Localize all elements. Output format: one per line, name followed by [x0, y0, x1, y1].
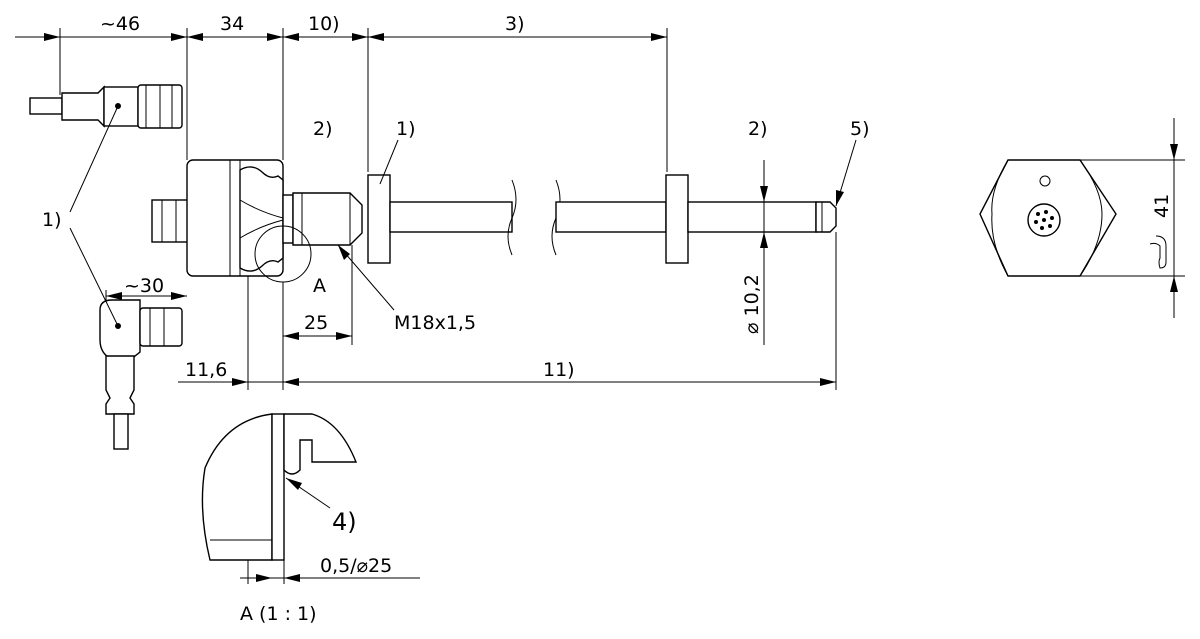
- leader-flange: [379, 139, 399, 185]
- dim-elbow-length: ~30: [124, 275, 164, 297]
- top-dimensions: [15, 28, 668, 172]
- dim-wrench-size: 41: [1151, 194, 1173, 218]
- dim-thread-length: 10): [308, 13, 340, 35]
- detail-a-label: A: [313, 275, 326, 297]
- thread-spec: M18x1,5: [394, 312, 476, 334]
- dim-connector-length: ~46: [100, 13, 140, 35]
- wrench-icon: [1149, 235, 1167, 269]
- detail-title: A (1 : 1): [240, 603, 317, 625]
- dim-detail: 0,5/⌀25: [320, 555, 392, 577]
- straight-connector: [29, 84, 183, 129]
- dim-thread-25: 25: [304, 312, 328, 334]
- callout-2-top: 2): [313, 118, 333, 140]
- elbow-dimension: [105, 290, 187, 302]
- callout-connectors: 1): [42, 209, 62, 231]
- dim-offset: 11,6: [185, 359, 227, 381]
- dim-probe-span: 3): [505, 13, 525, 35]
- probe-diameter-dim: [760, 160, 768, 345]
- callout-flange: 1): [396, 118, 416, 140]
- dim-housing-width: 34: [220, 13, 244, 35]
- leader-connectors-bottom: [69, 227, 119, 327]
- detail-a-view: [201, 413, 420, 584]
- callout-2-right: 2): [748, 118, 768, 140]
- leader-connectors-top: [69, 105, 119, 213]
- end-view: [979, 118, 1185, 318]
- probe-assembly: [367, 174, 837, 264]
- sensor-housing: [151, 159, 363, 277]
- dim-probe-diameter: ⌀ 10,2: [741, 274, 763, 334]
- callout-5: 5): [850, 118, 870, 140]
- dim-total: 11): [543, 359, 575, 381]
- dim-25-lines: [282, 245, 353, 345]
- elbow-connector: [99, 299, 183, 450]
- bottom-dimensions: [178, 232, 837, 390]
- callout-4: 4): [332, 508, 357, 536]
